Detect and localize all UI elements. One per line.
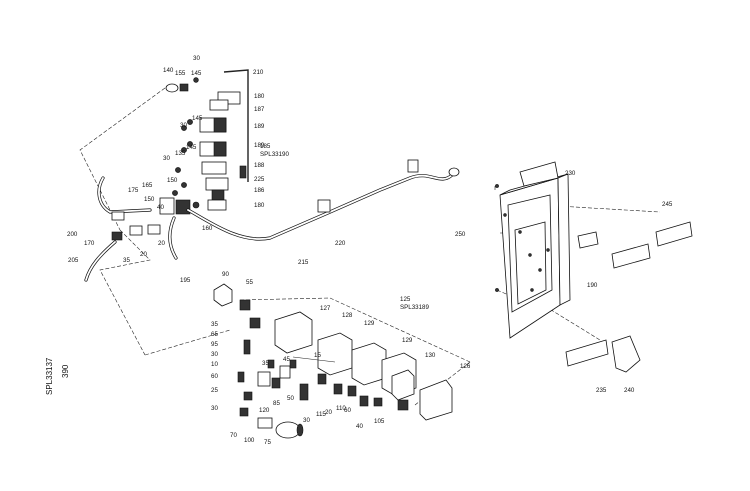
callout-40: 40: [157, 204, 164, 211]
valve-stack-185: [165, 69, 249, 211]
callout-105: 105: [374, 418, 385, 425]
drawing-id: SPL33137: [45, 357, 54, 395]
callout-190: 190: [587, 282, 598, 289]
callout-128: 128: [342, 312, 353, 319]
callout-215: 215: [298, 259, 309, 266]
assembly-125-code: SPL33189: [400, 304, 429, 311]
callout-145-b: 145: [192, 115, 203, 122]
callout-129: 129: [364, 320, 375, 327]
callout-40-b: 40: [356, 423, 363, 430]
callout-15: 15: [314, 352, 321, 359]
callout-labels: 30 210 140 155 145 180 187 189 189 188 2…: [67, 55, 673, 446]
callout-188: 188: [254, 162, 265, 169]
sheet-codes: SPL33137 390: [45, 357, 70, 395]
callout-120: 120: [259, 407, 270, 414]
callout-189: 189: [254, 123, 265, 130]
callout-30-b: 30: [180, 122, 187, 129]
callout-20-c: 20: [325, 409, 332, 416]
callout-30-e: 30: [211, 405, 218, 412]
valve-bank-125: [213, 283, 453, 439]
assembly-labels: 185 SPL33190 125 SPL33189: [260, 143, 429, 311]
callout-75: 75: [264, 439, 271, 446]
callout-30: 30: [193, 55, 200, 62]
callout-115: 115: [316, 411, 326, 418]
callout-50: 50: [287, 395, 294, 402]
callout-70: 70: [230, 432, 237, 439]
assembly-185-number: 185: [260, 143, 271, 150]
callout-220: 220: [335, 240, 346, 247]
callout-110: 110: [336, 405, 346, 412]
callout-250: 250: [455, 231, 466, 238]
callout-20: 20: [158, 240, 165, 247]
callout-35: 35: [123, 257, 130, 264]
callout-235: 235: [596, 387, 607, 394]
callout-45: 45: [283, 356, 290, 363]
assembly-outline-185: [79, 87, 231, 356]
callout-180-b: 180: [254, 202, 265, 209]
callout-60: 60: [211, 373, 218, 380]
callout-180: 180: [254, 93, 265, 100]
callout-95: 95: [211, 341, 218, 348]
callout-30-f: 30: [303, 417, 310, 424]
callout-35-c: 35: [262, 360, 269, 367]
callout-129-b: 129: [402, 337, 413, 344]
callout-186: 186: [254, 187, 265, 194]
callout-10: 10: [211, 361, 218, 368]
assembly-outline-125: [239, 297, 471, 406]
callout-20-b: 20: [140, 251, 147, 258]
callout-25: 25: [211, 387, 218, 394]
callout-175: 175: [128, 187, 139, 194]
callout-135: 135: [175, 150, 186, 157]
left-pipe-runs: [84, 176, 191, 282]
callout-210: 210: [253, 69, 264, 76]
callout-30-d: 30: [211, 351, 218, 358]
callout-160: 160: [202, 225, 213, 232]
assembly-185-code: SPL33190: [260, 151, 289, 158]
bracket-parts: [565, 221, 693, 373]
callout-165: 165: [142, 182, 153, 189]
callout-30-c: 30: [163, 155, 170, 162]
callout-155: 155: [175, 70, 186, 77]
mounting-plate-230: [495, 161, 571, 339]
callout-150-b: 150: [144, 196, 155, 203]
callout-140: 140: [163, 67, 174, 74]
callout-187: 187: [254, 106, 265, 113]
callout-127: 127: [320, 305, 331, 312]
tube-215: [186, 159, 460, 241]
callout-225: 225: [254, 176, 265, 183]
callout-35-b: 35: [211, 321, 218, 328]
callout-240: 240: [624, 387, 635, 394]
callout-145: 145: [191, 70, 202, 77]
callout-55: 55: [246, 279, 253, 286]
callout-130: 130: [425, 352, 436, 359]
callout-150: 150: [167, 177, 178, 184]
callout-200: 200: [67, 231, 78, 238]
callout-90: 90: [222, 271, 229, 278]
callout-85: 85: [273, 400, 280, 407]
callout-195: 195: [180, 277, 191, 284]
callout-205: 205: [68, 257, 79, 264]
callout-245: 245: [662, 201, 673, 208]
callout-100: 100: [244, 437, 255, 444]
callout-145-c: 145: [186, 144, 197, 151]
callout-189-b: 189: [254, 142, 265, 149]
callout-170: 170: [84, 240, 95, 247]
callout-60-b: 60: [344, 407, 351, 414]
assembly-125-number: 125: [400, 296, 411, 303]
sheet-number: 390: [61, 364, 70, 378]
callout-230: 230: [565, 170, 576, 177]
callout-126: 126: [460, 363, 471, 370]
callout-65: 65: [211, 331, 218, 338]
